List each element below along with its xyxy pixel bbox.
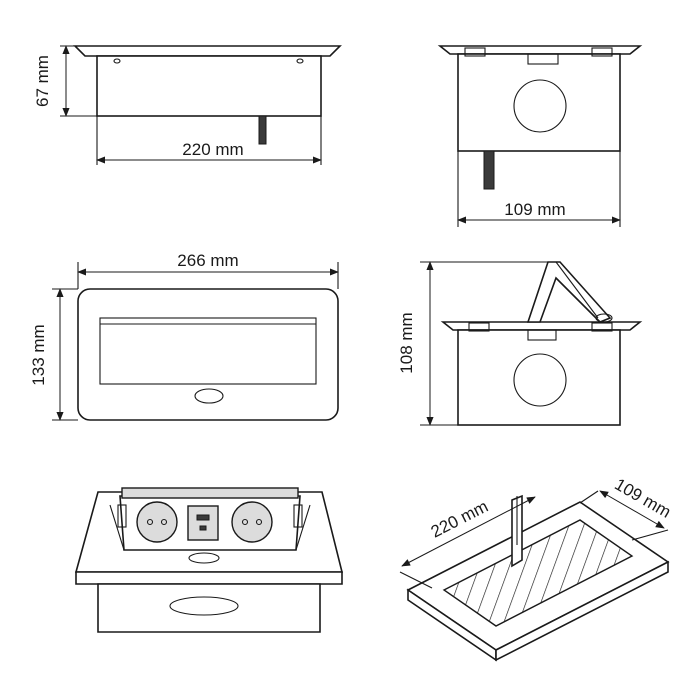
usb-port-icon: [196, 514, 210, 521]
open-body: [457, 329, 621, 426]
iso-product-view: [74, 487, 344, 633]
socket-left-icon: [136, 501, 178, 543]
open-height-label: 108 mm: [397, 312, 416, 373]
panel-side-edge: [495, 560, 669, 662]
clip-left: [464, 47, 486, 57]
top-view: 266 mm 133 mm: [29, 251, 339, 421]
side-width-label: 109 mm: [504, 200, 565, 219]
iso-clip-right: [293, 504, 303, 528]
top-width-label: 266 mm: [177, 251, 238, 270]
front-view: 67 mm 220 mm: [33, 45, 342, 165]
iso-open-lid: [121, 487, 299, 499]
top-height-label: 133 mm: [29, 324, 48, 385]
usb-module-icon: [187, 505, 219, 541]
open-clip-right: [591, 322, 613, 332]
iso-push-button-icon: [188, 552, 220, 564]
clip-right: [591, 47, 613, 57]
cutout-width-label: 109 mm: [611, 475, 674, 522]
socket-right-icon: [231, 501, 273, 543]
iso-body: [97, 583, 321, 633]
hinge-block: [527, 53, 559, 65]
side-cable-icon: [483, 150, 495, 190]
side-flange: [437, 45, 643, 55]
screw-hole-left: [113, 58, 121, 64]
side-view: 109 mm: [437, 45, 643, 227]
push-button-icon: [194, 388, 224, 404]
screw-hole-right: [296, 58, 304, 64]
iso-frame-edge: [75, 571, 343, 585]
open-view: 108 mm: [397, 261, 643, 426]
cutout-view: 220 mm 109 mm: [399, 475, 674, 662]
open-circle: [513, 353, 567, 407]
iso-body-slot: [169, 596, 239, 616]
side-body: [457, 53, 621, 152]
open-clip-left: [468, 322, 490, 332]
front-width-label: 220 mm: [182, 140, 243, 159]
iso-clip-left: [117, 504, 127, 528]
cable-icon: [258, 115, 267, 145]
dim-line-cut-220: [401, 496, 536, 567]
top-lid-panel: [99, 317, 317, 385]
cutout-length-label: 220 mm: [428, 497, 491, 542]
open-hinge-block: [527, 329, 557, 341]
side-circle: [513, 79, 567, 133]
top-frame: [77, 288, 339, 421]
usb-c-port-icon: [199, 525, 207, 531]
front-flange: [73, 45, 342, 57]
dim-line-cut-109: [599, 490, 665, 529]
open-flange: [440, 321, 643, 331]
front-height-label: 67 mm: [33, 55, 52, 107]
front-body: [96, 55, 322, 117]
open-lid: [526, 261, 612, 323]
